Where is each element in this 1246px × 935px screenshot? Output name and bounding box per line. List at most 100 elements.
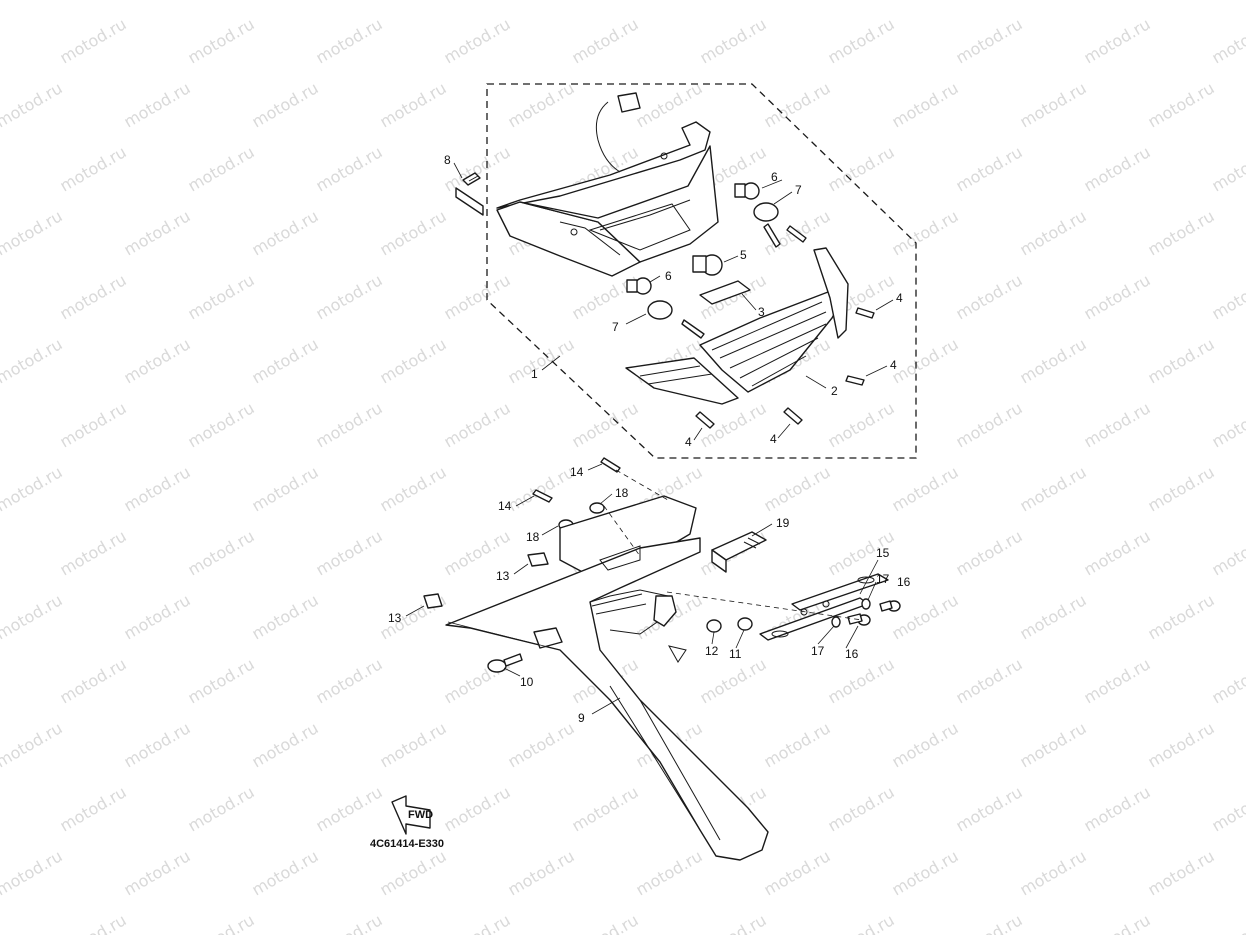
watermark-text: motod.ru [313, 782, 386, 835]
watermark-text: motod.ru [953, 14, 1026, 67]
part-6-bulb-lower [626, 277, 652, 295]
part-15-bracket [759, 573, 889, 641]
watermark-text: motod.ru [1017, 0, 1090, 3]
part-18-collar-upper [589, 502, 605, 514]
watermark-text: motod.ru [505, 334, 578, 387]
callout-17-upper: 17 [876, 572, 890, 586]
callout-17-lower: 17 [811, 644, 825, 658]
watermark-text: motod.ru [313, 14, 386, 67]
part-17-washer-lower [831, 616, 841, 628]
watermark-text: motod.ru [1209, 270, 1246, 323]
watermark-text: motod.ru [505, 462, 578, 515]
part-10-bolt [487, 653, 523, 673]
part-8-screw [455, 172, 484, 216]
part-19-license-light [711, 531, 767, 573]
watermark-text: motod.ru [121, 334, 194, 387]
watermark-text: motod.ru [1209, 398, 1246, 451]
screw-4-b [845, 375, 865, 386]
diagram-code: 4C61414-E330 [370, 838, 444, 850]
watermark-text: motod.ru [0, 718, 66, 771]
watermark-text: motod.ru [889, 78, 962, 131]
callout-3: 3 [758, 305, 765, 319]
callout-8: 8 [444, 153, 451, 167]
callout-4-a: 4 [896, 291, 903, 305]
watermark-text: motod.ru [441, 398, 514, 451]
watermark-text: motod.ru [633, 0, 706, 3]
part-17-washer-upper [861, 598, 871, 610]
watermark-text: motod.ru [185, 526, 258, 579]
part-9-rear-fender [445, 495, 769, 861]
watermark-text: motod.ru [185, 910, 258, 935]
watermark-text: motod.ru [441, 910, 514, 935]
watermark-text: motod.ru [505, 846, 578, 899]
watermark-text: motod.ru [1209, 782, 1246, 835]
watermark-text: motod.ru [953, 782, 1026, 835]
callout-4-b: 4 [890, 358, 897, 372]
part-14-bolt-upper [600, 457, 621, 473]
watermark-text: motod.ru [185, 142, 258, 195]
part-13-nut-lower [423, 593, 443, 609]
callout-13-lower: 13 [388, 611, 402, 625]
watermark-text: motod.ru [889, 590, 962, 643]
callout-labels: 8 1 2 3 5 6 6 7 7 4 4 4 4 14 14 18 18 13… [388, 153, 911, 725]
watermark-text: motod.ru [953, 398, 1026, 451]
screw-4-d [783, 407, 803, 425]
watermark-text: motod.ru [1017, 78, 1090, 131]
callout-6-upper: 6 [771, 170, 778, 184]
watermark-text: motod.ru [185, 14, 258, 67]
watermark-text: motod.ru [1209, 654, 1246, 707]
watermark-text: motod.ru [57, 654, 130, 707]
watermark-text: motod.ru [121, 78, 194, 131]
watermark-text: motod.ru [889, 718, 962, 771]
watermark-text: motod.ru [953, 142, 1026, 195]
watermark-text: motod.ru [1081, 142, 1154, 195]
part-3-gasket [699, 280, 751, 305]
watermark-text: motod.ru [1209, 526, 1246, 579]
watermark-text: motod.ru [249, 206, 322, 259]
callout-9: 9 [578, 711, 585, 725]
watermark-text: motod.ru [313, 398, 386, 451]
watermark-text: motod.ru [761, 78, 834, 131]
watermark-text: motod.ru [377, 0, 450, 3]
watermark-text: motod.ru [825, 142, 898, 195]
watermark-text: motod.ru [825, 654, 898, 707]
watermark-text: motod.ru [121, 462, 194, 515]
watermark-text: motod.ru [185, 654, 258, 707]
leader-lines [405, 162, 894, 715]
watermark-text: motod.ru [377, 78, 450, 131]
part-7-socket-lower [647, 300, 705, 339]
watermark-text: motod.ru [121, 590, 194, 643]
watermark-text: motod.ru [57, 142, 130, 195]
watermark-text: motod.ru [121, 0, 194, 3]
watermark-text: motod.ru [0, 590, 66, 643]
watermark-text: motod.ru [249, 78, 322, 131]
watermark-text: motod.ru [0, 206, 66, 259]
callout-16-upper: 16 [897, 575, 911, 589]
watermark-text: motod.ru [953, 526, 1026, 579]
callout-7-upper: 7 [795, 183, 802, 197]
part-5-bulb [692, 254, 723, 276]
screw-4-c [695, 411, 715, 429]
watermark-text: motod.ru [1081, 782, 1154, 835]
watermark-text: motod.ru [505, 718, 578, 771]
watermark-text: motod.ru [889, 846, 962, 899]
watermark-text: motod.ru [185, 270, 258, 323]
watermark-text: motod.ru [377, 462, 450, 515]
part-2-side-reflector [625, 357, 739, 405]
watermark-text: motod.ru [249, 0, 322, 3]
watermark-text: motod.ru [761, 0, 834, 3]
watermark-text: motod.ru [249, 718, 322, 771]
watermark-text: motod.ru [57, 398, 130, 451]
screw-4-a [855, 307, 875, 319]
watermark-text: motod.ru [1081, 270, 1154, 323]
watermark-text: motod.ru [697, 14, 770, 67]
part-13-nut-upper [527, 552, 549, 567]
watermark-text: motod.ru [121, 718, 194, 771]
watermark-text: motod.ru [1017, 718, 1090, 771]
alignment-lines [447, 469, 863, 651]
watermark-text: motod.ru [889, 206, 962, 259]
watermark-text: motod.ru [1017, 206, 1090, 259]
callout-14-upper: 14 [570, 465, 584, 479]
watermark-text: motod.ru [57, 14, 130, 67]
